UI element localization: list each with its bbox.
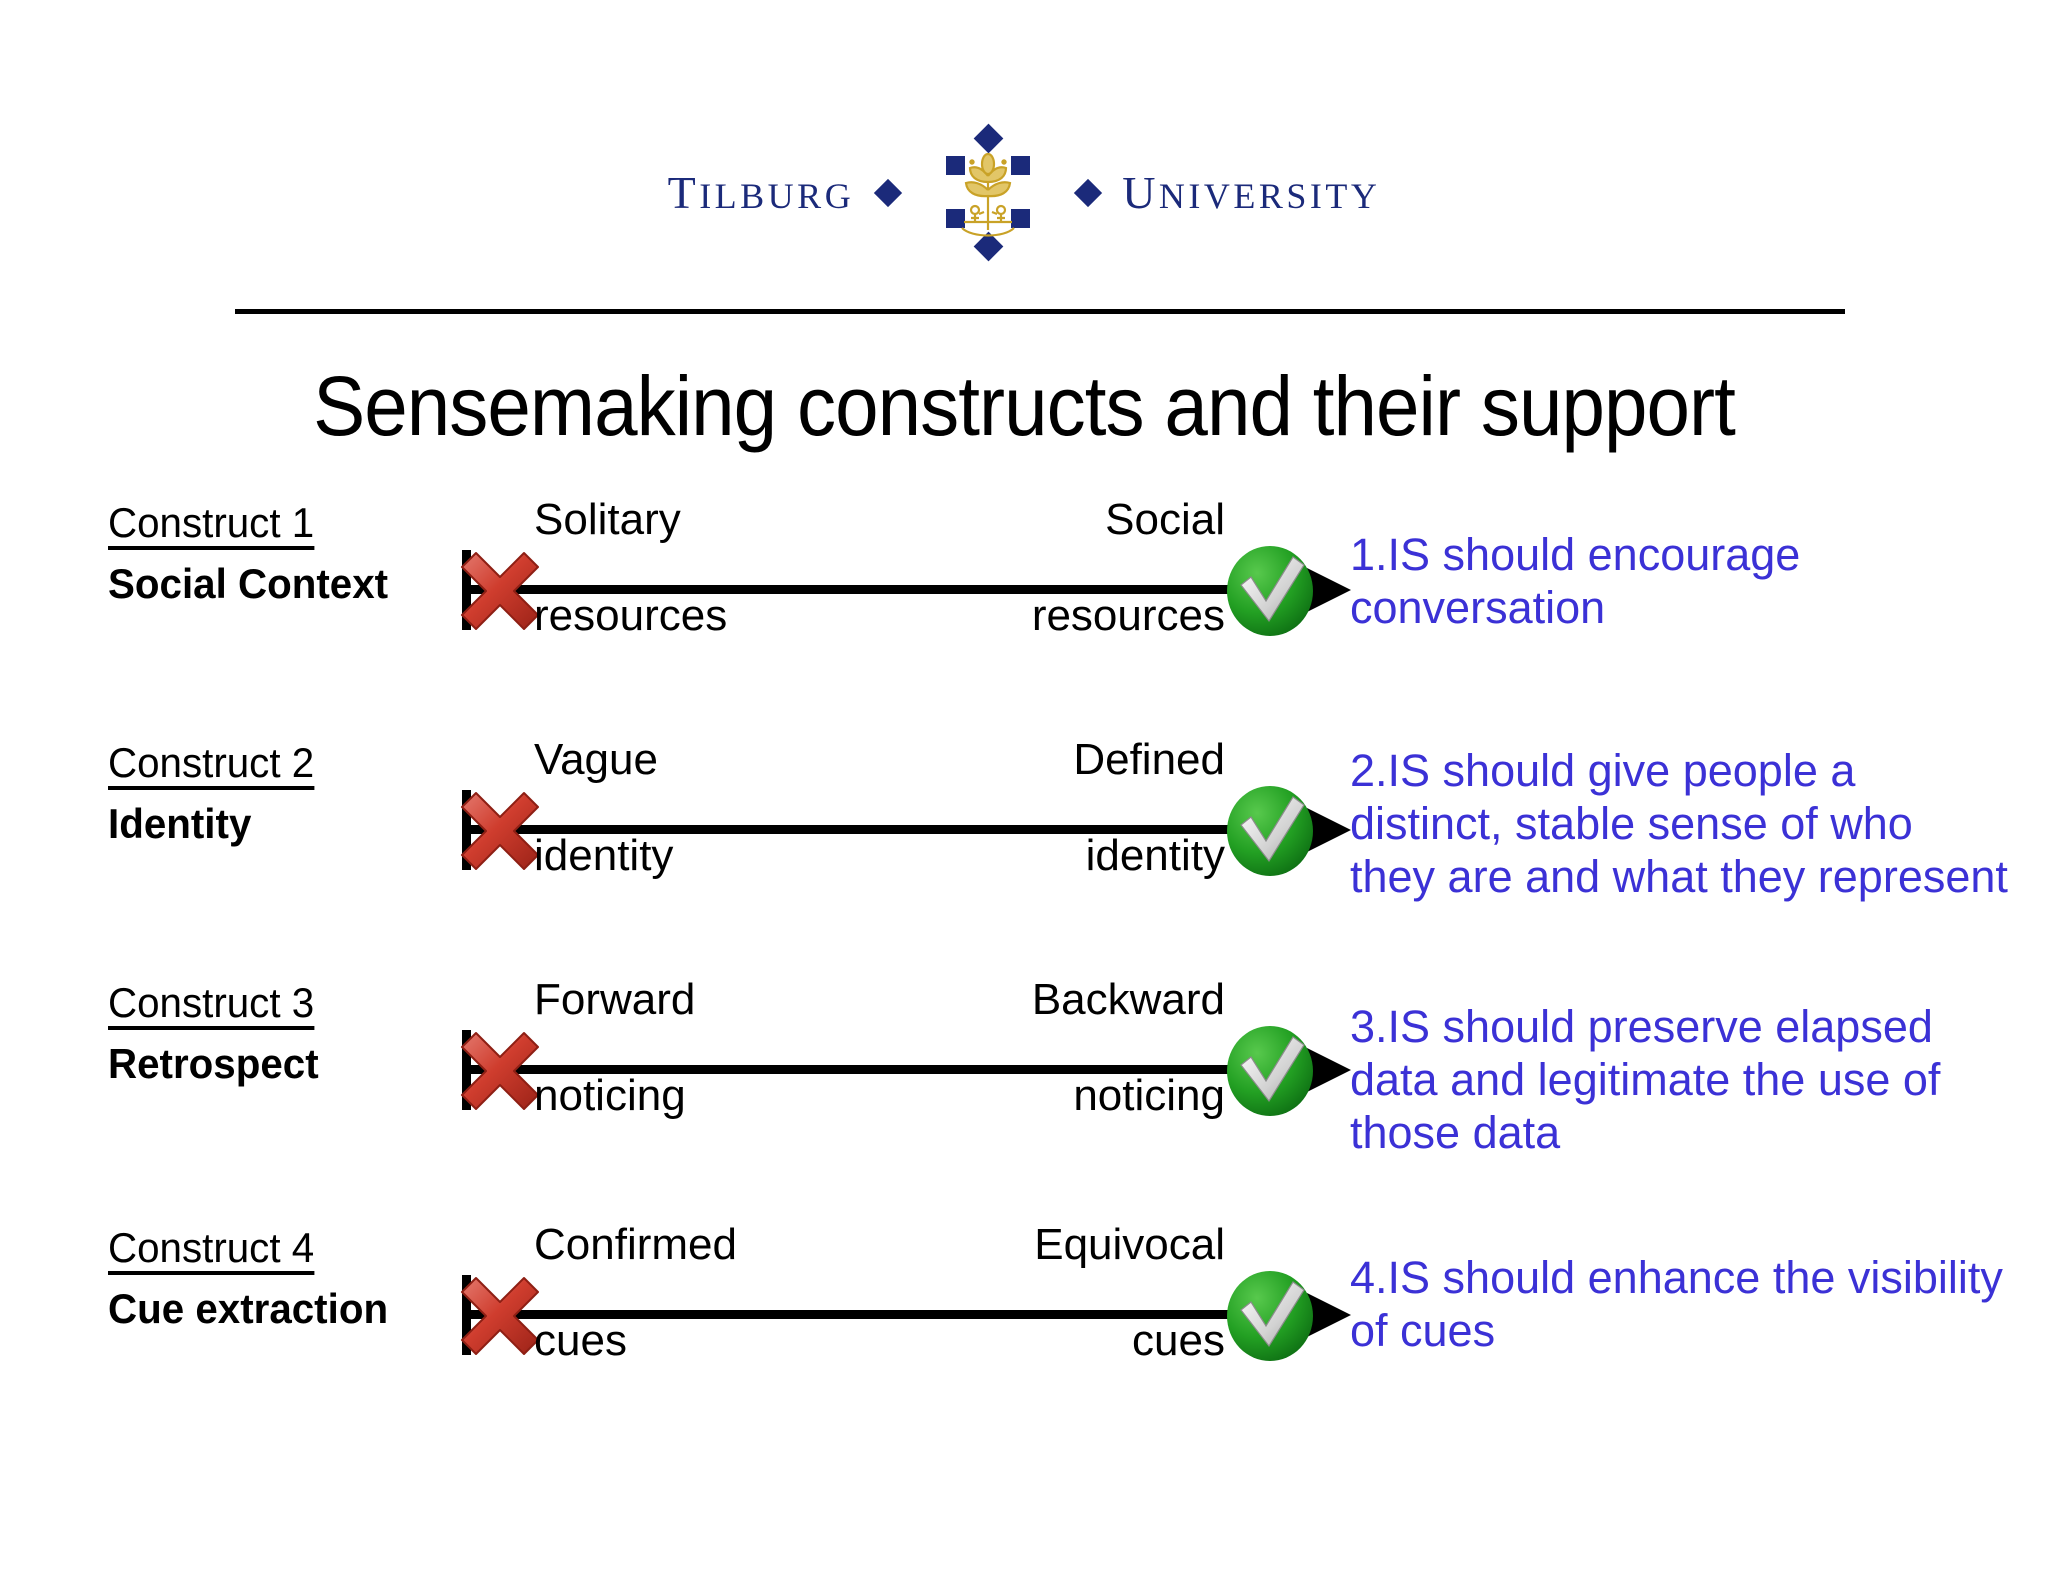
axis-line <box>464 1065 1312 1074</box>
axis-arrowhead-icon <box>1307 1293 1351 1337</box>
axis-left-pole-line1: Solitary <box>534 495 681 544</box>
logo-diamond-left <box>874 178 903 208</box>
construct-axis: Confirmed cues Equivocal cues <box>461 1223 1351 1365</box>
implication-text: 4.IS should enhance the visibility of cu… <box>1350 1252 2003 1357</box>
constructs-list: Construct 1 Social Context <box>0 498 2048 1475</box>
logo-word-university: UNIVERSITY <box>1122 167 1381 218</box>
tree-icon <box>961 152 1015 237</box>
axis-right-pole-line2: identity <box>1085 831 1225 880</box>
green-check-icon <box>1227 546 1313 636</box>
construct-axis: Forward noticing Backward noticing <box>461 978 1351 1120</box>
implication-text: 2.IS should give people a distinct, stab… <box>1350 745 2008 903</box>
axis-left-pole-line2: resources <box>534 591 728 640</box>
axis-right-pole-line2: cues <box>1132 1316 1225 1365</box>
red-cross-icon <box>461 792 539 870</box>
emblem-square-top-right <box>1011 156 1031 175</box>
red-cross-icon <box>461 1277 539 1355</box>
axis-left-pole-line2: identity <box>534 831 674 880</box>
axis-left-pole-line1: Vague <box>534 735 658 784</box>
axis-arrowhead-icon <box>1307 808 1351 852</box>
axis-right-pole-line2: resources <box>1031 591 1225 640</box>
axis-line <box>464 1310 1312 1319</box>
header-divider <box>235 309 1845 314</box>
construct-name: Identity <box>108 800 252 848</box>
construct-label-block: Construct 4 Cue extraction <box>108 1225 448 1332</box>
implication-text: 3.IS should preserve elapsed data and le… <box>1350 1001 1941 1159</box>
axis-left-pole-line1: Confirmed <box>534 1220 737 1269</box>
construct-row: Construct 1 Social Context <box>0 498 2048 740</box>
axis-right-pole-line1: Defined <box>1073 735 1225 784</box>
emblem-square-bottom-right <box>1011 209 1031 228</box>
construct-axis: Solitary resources Social resources <box>461 498 1351 640</box>
construct-number: Construct 1 <box>108 500 315 551</box>
construct-number: Construct 4 <box>108 1225 315 1276</box>
green-check-icon <box>1227 786 1313 876</box>
university-logo: TILBURG <box>0 123 2048 262</box>
axis-right-pole-line2: noticing <box>1073 1071 1225 1120</box>
construct-row: Construct 3 Retrospect Forward noticing <box>0 978 2048 1225</box>
red-cross-icon <box>461 1032 539 1110</box>
axis-line <box>464 825 1312 834</box>
axis-left-pole-line2: cues <box>534 1316 627 1365</box>
axis-line <box>464 585 1312 594</box>
logo-diamond-right <box>1074 178 1103 208</box>
red-cross-icon <box>461 552 539 630</box>
construct-row: Construct 2 Identity Vague identity <box>0 738 2048 980</box>
axis-arrowhead-icon <box>1307 1048 1351 1092</box>
axis-arrowhead-icon <box>1307 568 1351 612</box>
page-title: Sensemaking constructs and their support <box>313 359 1736 453</box>
emblem-square-top-left <box>946 156 966 175</box>
construct-label-block: Construct 1 Social Context <box>108 500 448 607</box>
tilburg-university-tree-emblem <box>922 123 1054 262</box>
axis-left-pole-line1: Forward <box>534 975 696 1024</box>
construct-number: Construct 2 <box>108 740 315 791</box>
axis-right-pole-line1: Backward <box>1031 975 1225 1024</box>
construct-axis: Vague identity Defined identity <box>461 738 1351 880</box>
axis-right-pole-line1: Social <box>1105 495 1225 544</box>
construct-name: Social Context <box>108 560 389 608</box>
construct-number: Construct 3 <box>108 980 315 1031</box>
construct-name: Cue extraction <box>108 1285 389 1333</box>
emblem-square-bottom-left <box>946 209 966 228</box>
emblem-diamond-top <box>973 123 1004 154</box>
implication-text: 1.IS should encourage conversation <box>1350 529 1801 634</box>
construct-label-block: Construct 3 Retrospect <box>108 980 448 1087</box>
construct-row: Construct 4 Cue extraction Confirmed cue… <box>0 1223 2048 1475</box>
axis-left-pole-line2: noticing <box>534 1071 686 1120</box>
green-check-icon <box>1227 1271 1313 1361</box>
green-check-icon <box>1227 1026 1313 1116</box>
construct-label-block: Construct 2 Identity <box>108 740 448 847</box>
construct-name: Retrospect <box>108 1040 319 1088</box>
logo-word-tilburg: TILBURG <box>667 167 855 218</box>
axis-right-pole-line1: Equivocal <box>1034 1220 1225 1269</box>
